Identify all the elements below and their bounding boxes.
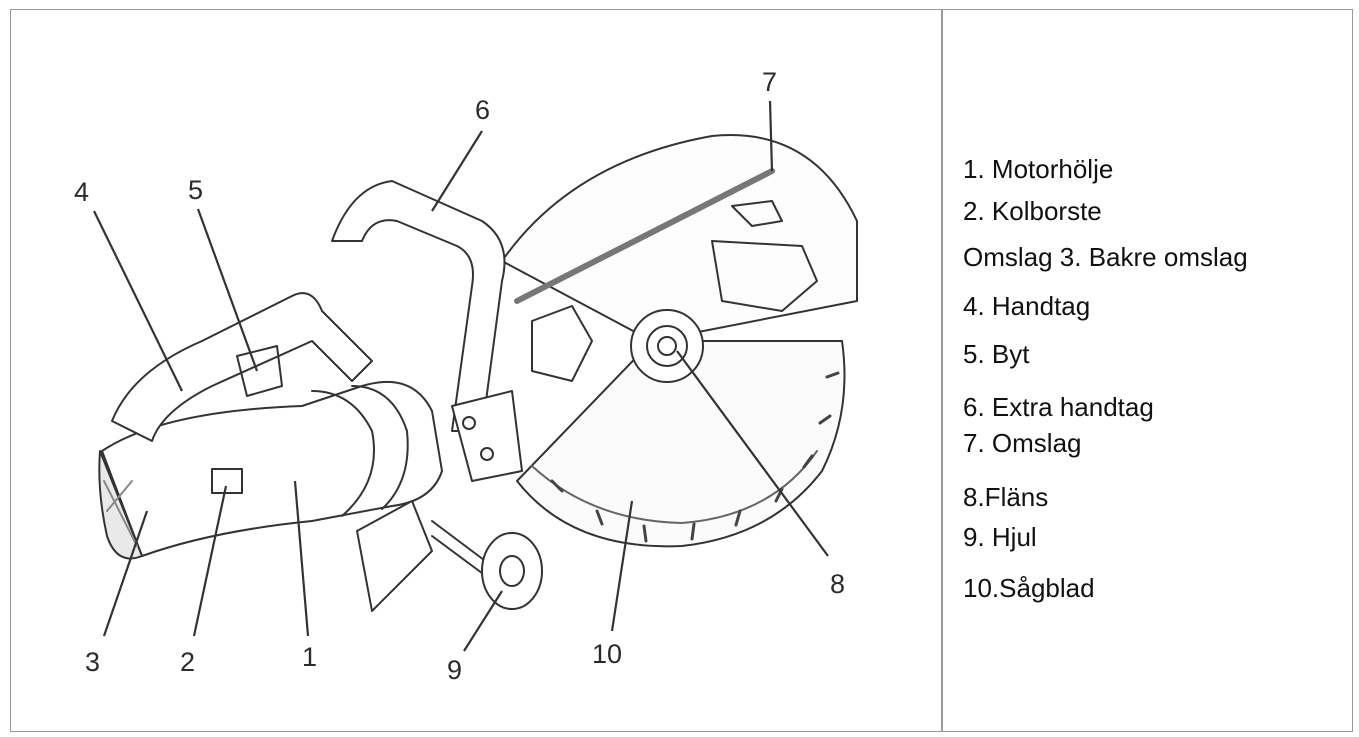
leader-line-4 [93,210,183,392]
callout-9: 9 [447,655,462,685]
callout-6: 6 [475,95,490,125]
leader-line-9 [463,590,503,652]
leader-line-3 [102,510,149,637]
callout-7: 7 [762,67,777,97]
leader-line-7 [768,100,774,172]
leader-line-1 [293,480,310,637]
legend-item-3: Omslag 3. Bakre omslag [963,242,1248,272]
leader-line-5 [196,208,259,372]
leader-line-8 [676,350,829,557]
auxiliary-handle [331,180,506,432]
leader-line-2 [192,485,228,637]
switch [236,345,283,397]
column-divider [941,9,943,732]
leader-line-6 [431,130,483,212]
callout-3: 3 [85,647,100,677]
legend-item-10: 10.Sågblad [963,573,1095,603]
blade-guard [501,134,858,342]
callout-2: 2 [180,647,195,677]
cut-off-saw-drawing: 1 2 3 4 5 6 7 8 9 10 [74,67,858,685]
legend-item-5: 5. Byt [963,339,1030,369]
legend-item-9: 9. Hjul [963,522,1037,552]
flange [630,309,704,383]
callout-8: 8 [830,569,845,599]
callout-10: 10 [592,639,622,669]
legend-item-4: 4. Handtag [963,291,1091,321]
legend-item-7: 7. Omslag [963,428,1082,458]
wheel [481,532,543,610]
legend-item-1: 1. Motorhölje [963,154,1114,184]
legend-item-2: 2. Kolborste [963,196,1102,226]
saw-blade [516,340,846,548]
legend-item-8: 8.Fläns [963,482,1049,512]
figure-frame [10,9,1353,732]
callout-4: 4 [74,177,89,207]
main-handle [111,292,373,442]
motor-body [101,380,443,557]
leader-line-10 [610,500,634,632]
carbon-brush-cap [211,468,243,494]
legend-item-6: 6. Extra handtag [963,392,1154,422]
callout-5: 5 [188,175,203,205]
callout-1: 1 [302,642,317,672]
